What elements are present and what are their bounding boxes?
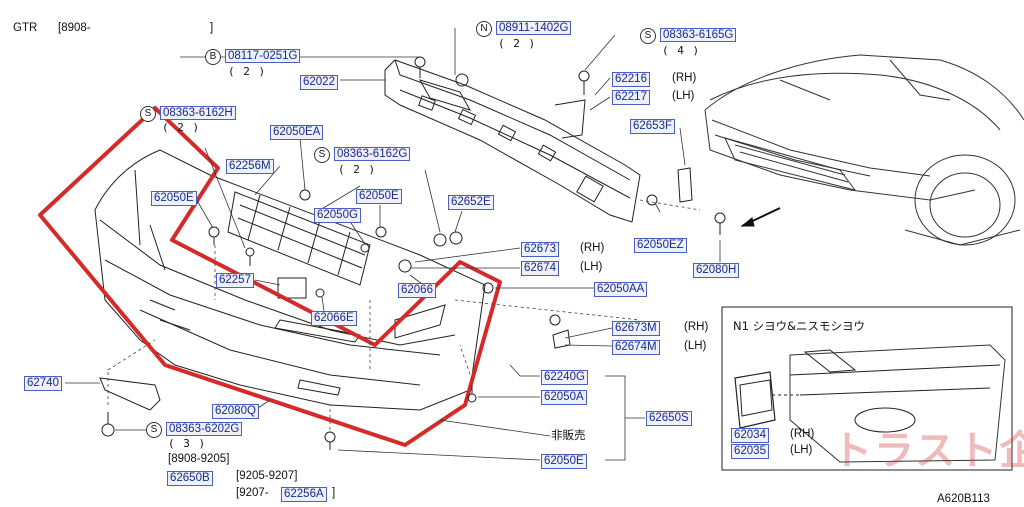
part-62652E[interactable]: 62652E [448,195,494,210]
side-62035: (LH) [790,444,813,456]
bumper-cover [94,149,486,411]
symbol-s4: S [146,422,162,438]
dashed-lines [107,199,701,430]
part-08911-1402G[interactable]: 08911-1402G [496,21,572,35]
part-62216[interactable]: 62216 [612,72,650,87]
direction-arrow-head [740,217,755,227]
qty-s3: ( 2 ) [338,163,377,176]
side-62673: (RH) [580,242,605,254]
header-range-close: ] [210,22,214,34]
inset-panel [721,306,1013,471]
stay-62740 [99,377,161,411]
range-9207-close: ] [332,487,336,499]
part-62217[interactable]: 62217 [612,90,650,105]
side-62216: (RH) [672,72,697,84]
part-62653F[interactable]: 62653F [630,119,676,134]
inset-title: N1 シヨウ&ニスモシヨウ [733,319,866,333]
header-range-open: [8908- [58,22,91,34]
part-08363-6202G[interactable]: 08363-6202G [166,422,243,436]
range-9205-9207: [9205-9207] [236,470,298,482]
symbol-b: B [205,49,221,65]
part-62066[interactable]: 62066 [398,283,436,298]
callout-s2-screw: S 08363-6162H [140,106,236,122]
part-62650S[interactable]: 62650S [646,411,692,426]
grille-mesh [227,191,371,286]
callout-s3-screw: S 08363-6162G [314,147,411,163]
part-62066E[interactable]: 62066E [311,311,357,326]
symbol-n: N [476,21,492,37]
side-62673M: (RH) [684,321,709,333]
part-62256A[interactable]: 62256A [281,487,327,502]
part-62256M[interactable]: 62256M [226,159,274,174]
callout-s4-screw: S 08363-6202G [146,422,243,438]
part-62050E-lower[interactable]: 62050E [541,454,587,469]
header-model: GTR [13,22,38,34]
plate-bracket [277,277,307,299]
part-62673[interactable]: 62673 [521,242,559,257]
not-sold-note: 非販売 [551,430,586,442]
diagram-code: A620B113 [937,493,990,505]
part-62035[interactable]: 62035 [731,444,769,459]
leader-lines [65,28,721,461]
part-62050E-upper[interactable]: 62050E [356,189,402,204]
range-9207-open: [9207- [236,487,269,499]
qty-s1: ( 4 ) [662,44,701,57]
part-62050AA[interactable]: 62050AA [594,282,648,297]
part-62080H[interactable]: 62080H [693,263,740,278]
range-8908-9205: [8908-9205] [168,453,230,465]
bracket-62653F [677,167,693,203]
part-62674M[interactable]: 62674M [612,340,660,355]
symbol-s3: S [314,147,330,163]
side-62034: (RH) [790,428,815,440]
part-62673M[interactable]: 62673M [612,321,660,336]
part-62240G[interactable]: 62240G [541,370,588,385]
part-62050A[interactable]: 62050A [541,390,587,405]
side-62217: (LH) [672,90,695,102]
symbol-s1: S [640,28,656,44]
side-bracket [554,99,586,139]
part-62650B[interactable]: 62650B [167,471,213,486]
part-08363-6162H[interactable]: 08363-6162H [160,106,236,120]
part-08117-0251G[interactable]: 08117-0251G [225,49,301,63]
car-illustration [704,54,1024,246]
part-62050EA[interactable]: 62050EA [270,125,324,140]
fasteners [101,56,726,450]
part-62674[interactable]: 62674 [521,261,559,276]
callout-n-nut: N 08911-1402G [476,21,572,37]
qty-s2: ( 2 ) [162,121,201,134]
callout-b-bolt: B 08117-0251G [205,49,301,65]
bumper-reinforcement-beam [384,59,641,223]
qty-n: ( 2 ) [498,37,537,50]
part-62050E-left[interactable]: 62050E [151,191,197,206]
part-08363-6162G[interactable]: 08363-6162G [334,147,411,161]
side-62674M: (LH) [684,340,707,352]
part-62257[interactable]: 62257 [216,273,254,288]
part-62050EZ[interactable]: 62050EZ [634,238,687,253]
qty-s4: ( 3 ) [168,437,207,450]
callout-s1-screw: S 08363-6165G [640,28,737,44]
part-08363-6165G[interactable]: 08363-6165G [660,28,737,42]
part-62034[interactable]: 62034 [731,428,769,443]
side-62674: (LH) [580,261,603,273]
part-62080Q[interactable]: 62080Q [212,404,259,419]
watermark-logo: トラスト企画 [832,427,1024,474]
highlight-outline [38,106,502,447]
part-62740[interactable]: 62740 [24,376,62,391]
part-62050G[interactable]: 62050G [314,208,361,223]
qty-b: ( 2 ) [228,65,267,78]
part-62022[interactable]: 62022 [300,75,338,90]
symbol-s2: S [140,106,156,122]
